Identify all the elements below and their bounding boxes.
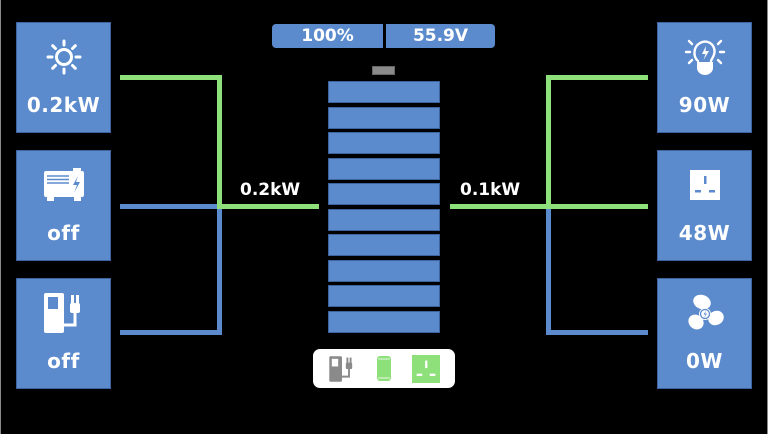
battery-percent-display: 100% xyxy=(272,24,383,48)
flow-line-solar xyxy=(120,75,222,80)
sockets-power-value: 48W xyxy=(678,221,731,245)
flow-line-fan xyxy=(546,330,648,335)
ev-charger-icon xyxy=(17,293,110,333)
phone-battery-status-icon[interactable] xyxy=(371,355,397,382)
battery-cell xyxy=(328,285,440,307)
load-tile-fan[interactable]: 0W xyxy=(657,278,752,389)
battery-percent-value: 100% xyxy=(301,26,354,46)
battery-cell xyxy=(328,208,440,231)
flow-line-input-to-battery xyxy=(217,204,319,209)
ev-charger-status-icon[interactable] xyxy=(327,355,357,382)
battery-cell xyxy=(328,106,440,129)
battery-cell xyxy=(328,81,440,103)
generator-icon xyxy=(17,165,110,205)
source-tile-generator[interactable]: off xyxy=(16,150,111,261)
battery-cell xyxy=(328,183,440,205)
power-socket-icon xyxy=(658,165,751,205)
battery-terminal xyxy=(372,66,395,75)
battery-cell xyxy=(328,132,440,154)
lightbulb-icon xyxy=(658,37,751,77)
load-tile-sockets[interactable]: 48W xyxy=(657,150,752,261)
flow-line-lighting xyxy=(546,75,648,80)
fan-icon xyxy=(658,293,751,333)
solar-power-value: 0.2kW xyxy=(26,93,101,117)
battery-cell xyxy=(328,259,440,282)
ev-charger-status-value: off xyxy=(47,349,80,373)
battery-cell xyxy=(328,234,440,256)
source-tile-solar[interactable]: 0.2kW xyxy=(16,22,111,133)
power-socket-status-icon[interactable] xyxy=(411,354,441,383)
battery-cell xyxy=(328,157,440,180)
flow-line-left-bus-lower xyxy=(217,204,222,335)
output-power-label: 0.1kW xyxy=(460,180,521,200)
lighting-power-value: 90W xyxy=(678,93,731,117)
battery-voltage-value: 55.9V xyxy=(412,26,469,46)
fan-power-value: 0W xyxy=(686,349,723,373)
flow-line-left-bus-upper xyxy=(217,75,222,209)
battery-cell xyxy=(328,310,440,333)
sun-icon xyxy=(17,37,110,77)
battery-voltage-display: 55.9V xyxy=(386,24,495,48)
flow-line-right-bus-upper xyxy=(546,75,551,209)
generator-status-value: off xyxy=(47,221,80,245)
input-power-label: 0.2kW xyxy=(240,180,301,200)
source-tile-ev-charger[interactable]: off xyxy=(16,278,111,389)
load-tile-lighting[interactable]: 90W xyxy=(657,22,752,133)
flow-line-right-bus-lower xyxy=(546,204,551,335)
flow-line-battery-to-loads xyxy=(450,204,648,209)
flow-line-generator xyxy=(120,204,222,209)
flow-line-ev-charger xyxy=(120,330,222,335)
status-icon-panel xyxy=(313,349,455,388)
